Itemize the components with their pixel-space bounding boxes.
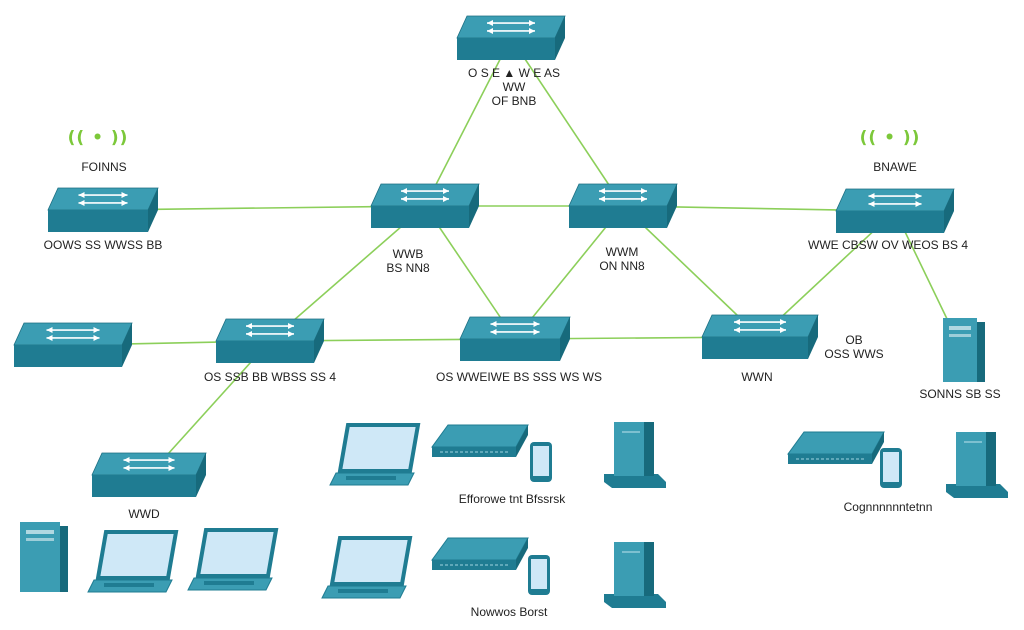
center-left-label-line: BS NN8 [386,261,430,275]
switch-icon [401,188,449,202]
core-switch-label-line: O S E ▲ W E AS [468,66,560,80]
server-center-top[interactable] [604,422,666,488]
group-center-top-label: Efforowe tnt Bfssrsk [458,492,566,506]
core-switch-label-line: WW [502,80,526,94]
mid-right-secondary-label-line: OB [845,333,863,347]
access-switch-label: WWD [128,507,160,521]
left-switch-label: OOWS SS WWSS BB [43,238,163,252]
core-switch[interactable] [456,15,566,60]
switch-icon [734,319,786,333]
switch-left-mid[interactable] [13,322,133,367]
mid-right-secondary-label-line: OSS WWS [824,347,884,361]
right-top-label: BNAWE [873,160,917,174]
switch-center-right[interactable] [568,183,678,228]
switch-icon [46,327,100,341]
switch-icon [123,457,175,471]
phone-center-bottom[interactable] [528,555,550,595]
group-right-label: Cognnnnnntetnn [843,500,933,514]
rack-device-center-top[interactable] [431,424,529,457]
mid-right-label: WWN [741,370,773,384]
network-link [269,205,426,342]
switch-icon [599,188,647,202]
server-right-label: SONNS SB SS [919,387,1001,401]
center-right-label-line: ON NN8 [599,259,645,273]
mid-left-label: OS SSB BB WBSS SS 4 [203,370,337,384]
core-switch-label-line: OF BNB [491,94,537,108]
switch-icon [78,192,128,206]
switch-icon [487,20,535,34]
switch-mid-left[interactable] [215,318,325,363]
center-left-label-line: WWB [392,247,424,261]
server-right-bottom[interactable] [946,432,1008,498]
laptop-center-bottom[interactable] [321,536,413,599]
switch-access[interactable] [91,452,207,497]
pc-tower-left[interactable] [20,522,68,592]
group-center-bottom-label: Nowwos Borst [470,605,548,619]
switch-left-top[interactable] [47,187,159,232]
laptop-left-1[interactable] [87,530,179,593]
phone-center-top[interactable] [530,442,552,482]
switch-icon [246,323,294,337]
server-center-bottom[interactable] [604,542,666,608]
rack-device-right[interactable] [787,431,885,464]
phone-right[interactable] [880,448,902,488]
mid-center-label: OS WWEIWE BS SSS WS WS [435,370,603,384]
switch-center-left[interactable] [370,183,480,228]
switch-icon [490,321,540,335]
network-link [424,37,512,207]
switch-mid-right[interactable] [701,314,819,359]
network-link [510,37,624,207]
switch-icon [868,193,922,207]
switch-right-top[interactable] [835,188,955,233]
switch-mid-center[interactable] [459,316,571,361]
rack-device-center-bottom[interactable] [431,537,529,570]
wifi-icon: (( • )) [67,128,129,148]
wifi-icon: (( • )) [859,128,921,148]
laptop-left-2[interactable] [187,528,279,591]
left-top-label: FOINNS [81,160,127,174]
center-right-label-line: WWM [605,245,639,259]
server-tower-right[interactable] [943,318,985,382]
right-switch-label: WWE CBSW OV WEOS BS 4 [807,238,969,252]
laptop-center-top[interactable] [329,423,421,486]
